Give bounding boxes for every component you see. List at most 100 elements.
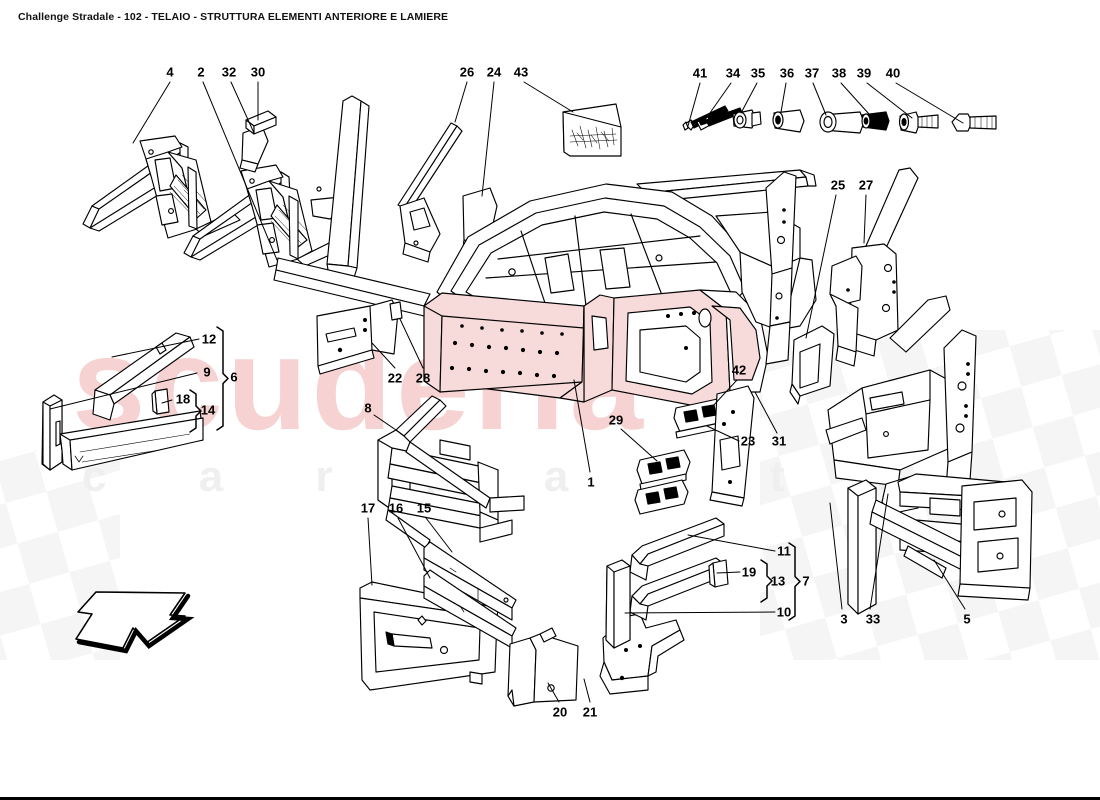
part-3-inner-structure	[825, 295, 977, 489]
leader-line-4	[132, 81, 171, 144]
leader-line-15	[425, 517, 453, 553]
callout-23: 23	[740, 433, 756, 449]
leader-line-11	[687, 534, 776, 552]
callout-38: 38	[831, 65, 847, 81]
part-18-clip	[151, 388, 170, 415]
brace-7	[788, 542, 801, 621]
callout-27: 27	[858, 177, 874, 193]
callout-15: 15	[416, 500, 432, 516]
callout-16: 16	[388, 500, 404, 516]
part-27-a-pillar	[829, 167, 919, 367]
fastener-39	[898, 111, 939, 134]
callout-24: 24	[486, 64, 502, 80]
leader-line-32	[230, 81, 255, 134]
callout-18: 18	[175, 391, 191, 407]
part-26-rod	[397, 122, 463, 213]
callout-4: 4	[166, 64, 174, 80]
part-25-panel	[789, 325, 835, 405]
brace-6	[216, 326, 229, 431]
fastener-37	[819, 111, 865, 134]
fastener-38	[861, 111, 890, 131]
callout-2: 2	[197, 64, 205, 80]
callout-19: 19	[741, 564, 757, 580]
leader-line-40	[895, 82, 964, 124]
part-30-clip	[245, 110, 277, 135]
leader-line-25	[805, 194, 837, 339]
leader-line-9	[49, 372, 198, 410]
part-22-28-gusset	[316, 299, 403, 375]
leader-line-22	[371, 342, 396, 369]
leader-line-27	[863, 194, 867, 244]
callout-41: 41	[692, 65, 708, 81]
callout-12: 12	[201, 331, 217, 347]
callout-28: 28	[415, 370, 431, 386]
callout-42: 42	[731, 362, 747, 378]
part-14-panel	[59, 410, 204, 471]
part-left-upright-10	[605, 559, 631, 649]
page-title: Challenge Stradale - 102 - TELAIO - STRU…	[18, 11, 449, 23]
callout-11: 11	[777, 543, 791, 559]
callout-8: 8	[364, 400, 372, 416]
callout-10: 10	[776, 604, 792, 620]
leader-line-35	[740, 82, 758, 114]
leader-line-23	[706, 425, 740, 442]
callout-22: 22	[387, 370, 403, 386]
leader-line-10	[624, 611, 776, 614]
callout-9: 9	[203, 364, 211, 380]
part-group-left-brackets	[82, 135, 241, 239]
callout-3: 3	[840, 611, 848, 627]
part-23-31-panel	[709, 385, 755, 507]
callout-26: 26	[459, 64, 475, 80]
fastener-35	[732, 109, 762, 129]
part-5-frame	[847, 473, 1033, 615]
leader-line-37	[812, 82, 827, 116]
callout-20: 20	[552, 704, 568, 720]
fastener-36	[772, 109, 805, 133]
leader-line-21	[583, 678, 591, 703]
part-11-tube	[629, 517, 725, 581]
leader-line-31	[754, 391, 778, 434]
leader-line-34	[704, 82, 732, 121]
callout-39: 39	[856, 65, 872, 81]
leader-line-1	[573, 379, 591, 473]
part-19-clip	[708, 559, 729, 588]
callout-29: 29	[608, 412, 624, 428]
part-9-sill	[41, 394, 63, 471]
leader-line-3	[829, 502, 843, 610]
leader-line-29	[620, 428, 658, 462]
callout-36: 36	[779, 65, 795, 81]
leader-line-8	[373, 414, 397, 431]
fastener-row	[682, 105, 997, 134]
part-42-mount	[673, 397, 729, 439]
leader-line-17	[367, 517, 373, 586]
leader-line-41	[687, 82, 701, 127]
callout-14: 14	[200, 402, 216, 418]
part-main-chassis	[273, 169, 817, 409]
callout-33: 33	[865, 611, 881, 627]
leader-line-19	[716, 571, 741, 574]
leader-line-43	[523, 81, 574, 113]
brace-13	[760, 559, 773, 603]
part-32-wedge	[239, 125, 269, 173]
callout-21: 21	[582, 704, 598, 720]
leader-line-42	[711, 379, 738, 408]
part-15-rail	[423, 541, 517, 621]
callout-leader-lines	[49, 81, 966, 703]
callout-31: 31	[771, 433, 787, 449]
callout-6: 6	[230, 369, 238, 385]
callout-34: 34	[725, 65, 741, 81]
callout-35: 35	[750, 65, 766, 81]
leader-line-26	[454, 81, 468, 123]
leader-line-2	[202, 81, 278, 261]
callout-40: 40	[885, 65, 901, 81]
part-windshield-rail	[326, 95, 370, 285]
callout-braces	[189, 326, 801, 621]
part-12-beam	[92, 332, 195, 421]
leader-line-20	[547, 682, 560, 703]
part-20-bracket	[507, 627, 579, 707]
part-24-bracket	[399, 197, 441, 263]
part-8-frame	[377, 395, 525, 549]
leader-line-28	[399, 318, 424, 369]
